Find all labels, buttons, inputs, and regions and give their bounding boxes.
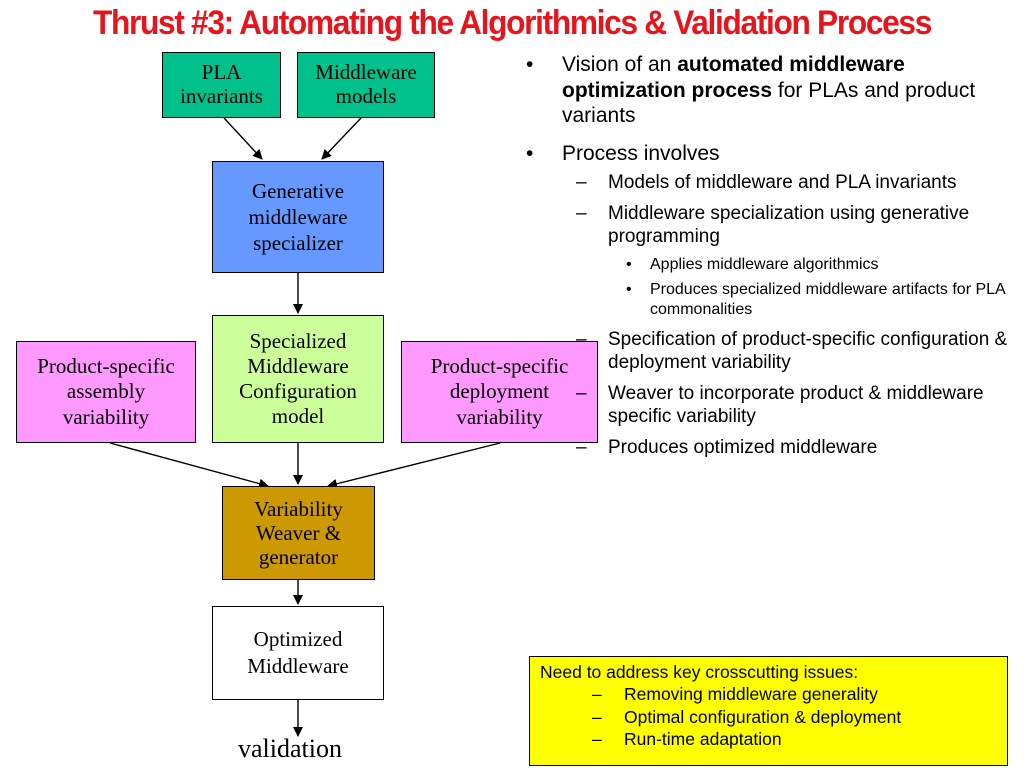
deployment-variability-line-2: deployment [449, 379, 550, 404]
arrow-assembly-to-weaver [109, 442, 269, 489]
bullet-process: • Process involves [520, 141, 1020, 167]
dash-icon: – [576, 382, 587, 404]
deployment-variability-line-3: variability [456, 404, 543, 429]
sub-bullet-specification-text: Specification of product-specific config… [608, 329, 1008, 374]
sub-bullet-models: – Models of middleware and PLA invariant… [520, 172, 1020, 195]
note-item-text: Removing middleware generality [624, 684, 878, 705]
specialized-model-line-2: Middleware [247, 353, 349, 378]
note-heading: Need to address key crosscutting issues: [540, 662, 859, 682]
sub-bullet-models-text: Models of middleware and PLA invariants [608, 172, 957, 194]
middleware-models-line-2: models [335, 84, 397, 108]
sub-bullet-weaver-text: Weaver to incorporate product & middlewa… [608, 382, 984, 427]
weaver-generator-box: Variability Weaver & generator [222, 486, 375, 580]
weaver-generator-line-2: Weaver & [255, 520, 342, 545]
validation-label: validation [238, 734, 342, 763]
middleware-models-box: Middleware models [297, 52, 435, 118]
bullet-dot-icon: • [526, 53, 534, 76]
sub-bullet-weaver: – Weaver to incorporate product & middle… [520, 383, 1020, 429]
assembly-variability-line-3: variability [62, 404, 150, 429]
note-item: – Optimal configuration & deployment [540, 706, 997, 728]
arrow-deployment-to-weaver [327, 442, 501, 489]
generative-specializer-box: Generative middleware specializer [212, 161, 384, 273]
bullet-vision: • Vision of an automated middleware opti… [520, 52, 1020, 129]
sub-sub-bullet-algorithmics-text: Applies middleware algorithmics [650, 255, 879, 273]
dash-icon: – [592, 729, 602, 750]
sub-bullet-produces-text: Produces optimized middleware [608, 436, 878, 458]
note-item-text: Run-time adaptation [624, 729, 782, 750]
dash-icon: – [592, 706, 602, 727]
deployment-variability-line-1: Product-specific [430, 353, 569, 378]
crosscutting-issues-note: Need to address key crosscutting issues:… [529, 656, 1008, 766]
middleware-models-line-1: Middleware [315, 60, 417, 85]
pla-invariants-box: PLA invariants [162, 52, 281, 118]
note-item-text: Optimal configuration & deployment [624, 706, 902, 727]
slide-title: Thrust #3: Automating the Algorithmics &… [93, 4, 932, 42]
assembly-variability-box: Product-specific assembly variability [16, 341, 196, 443]
dash-icon: – [576, 203, 587, 225]
optimized-middleware-line-2: Middleware [247, 654, 349, 678]
pla-invariants-line-1: PLA [201, 60, 242, 85]
bullet-dot-icon: • [526, 141, 534, 165]
specialized-model-line-1: Specialized [249, 328, 347, 353]
weaver-generator-line-3: generator [258, 545, 339, 570]
bullet-vision-suffix: for PLAs and product variants [562, 78, 976, 128]
dash-icon: – [576, 436, 587, 458]
arrow-models-to-generator [321, 117, 362, 160]
dash-icon: – [592, 684, 602, 705]
arrow-pla-to-generator [223, 117, 263, 160]
bullet-vision-emphasis: automated middleware optimization proces… [562, 53, 905, 102]
note-item: – Removing middleware generality [540, 683, 997, 705]
sub-bullet-specialization-text: Middleware specialization using generati… [608, 203, 970, 248]
specialized-model-line-3: Configuration [239, 379, 357, 403]
optimized-middleware-line-1: Optimized [253, 626, 343, 651]
weaver-generator-line-1: Variability [254, 496, 343, 521]
generative-specializer-line-1: Generative [251, 178, 345, 203]
bullet-vision-prefix: Vision of an [562, 53, 678, 76]
generative-specializer-line-3: specializer [253, 231, 343, 256]
bullet-list: • Vision of an automated middleware opti… [520, 52, 1020, 467]
sub-sub-bullet-artifacts-text: Produces specialized middleware artifact… [650, 281, 1005, 318]
assembly-variability-line-2: assembly [66, 379, 146, 404]
sub-bullet-produces: – Produces optimized middleware [520, 437, 1020, 460]
bullet-process-text: Process involves [562, 141, 720, 165]
deployment-variability-box: Product-specific deployment variability [401, 341, 598, 443]
sub-bullet-specialization: – Middleware specialization using genera… [520, 203, 1020, 249]
note-item: – Run-time adaptation [540, 728, 997, 750]
assembly-variability-line-1: Product-specific [37, 353, 175, 378]
generative-specializer-line-2: middleware [248, 204, 348, 229]
dash-icon: – [576, 329, 587, 351]
sub-bullet-specification: – Specification of product-specific conf… [520, 329, 1020, 375]
bullet-dot-icon: • [626, 281, 632, 299]
sub-sub-bullet-artifacts: • Produces specialized middleware artifa… [520, 280, 1020, 319]
dash-icon: – [576, 172, 587, 194]
sub-sub-bullet-algorithmics: • Applies middleware algorithmics [520, 255, 1020, 275]
specialized-model-line-4: model [271, 404, 325, 429]
optimized-middleware-box: Optimized Middleware [212, 606, 384, 700]
specialized-model-box: Specialized Middleware Configuration mod… [212, 315, 384, 443]
pla-invariants-line-2: invariants [180, 84, 263, 108]
bullet-dot-icon: • [626, 255, 632, 273]
